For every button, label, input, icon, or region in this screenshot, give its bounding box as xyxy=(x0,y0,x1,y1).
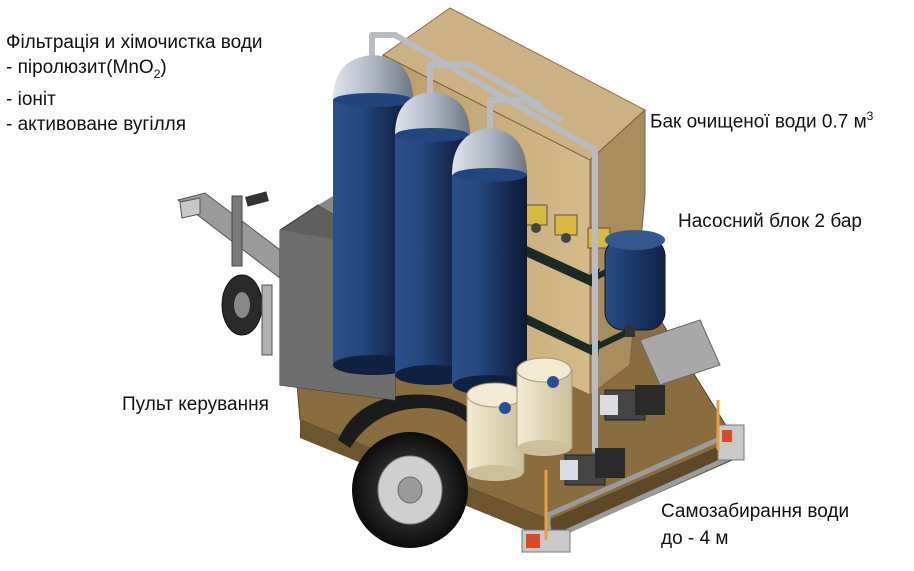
self-priming-intake-line-2: до - 4 м xyxy=(661,528,729,549)
reagent-canister-1 xyxy=(466,382,525,481)
clean-water-tank-label: Бак очищеної води 0.7 м3 xyxy=(650,109,874,133)
control-panel-label: Пульт керування xyxy=(122,394,269,415)
filtration-item-pyrolusite: - піролюзит(MnO2) xyxy=(6,57,167,81)
pump-unit-label: Насосний блок 2 бар xyxy=(678,211,862,232)
self-priming-intake-line-1: Самозабирання води xyxy=(661,501,850,522)
self-priming-intake-label: Самозабирання води до - 4 м xyxy=(661,498,849,552)
filter-cylinder-3 xyxy=(452,128,527,395)
trailer-wheel xyxy=(338,394,490,548)
filtration-item-ionite: - іоніт xyxy=(6,88,56,110)
filtration-caption: Фільтрація и хімочистка води - піролюзит… xyxy=(6,30,263,137)
reagent-canister-2 xyxy=(516,357,573,456)
filtration-title: Фільтрація и хімочистка води xyxy=(6,32,263,53)
filtration-item-activated-carbon: - активоване вугілля xyxy=(6,113,187,135)
pump-unit xyxy=(560,230,721,486)
trailer-drawbar xyxy=(176,191,301,356)
